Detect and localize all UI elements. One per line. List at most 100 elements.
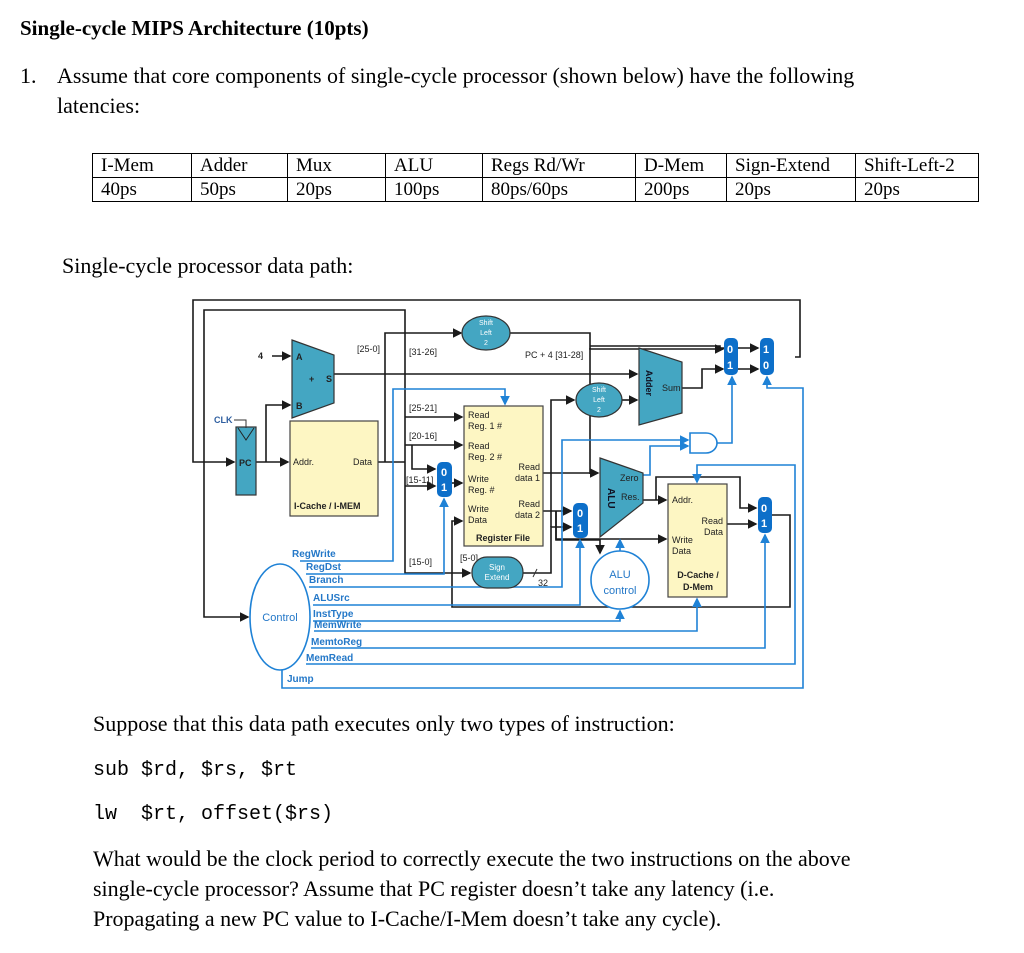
svg-text:Write: Write [468, 504, 489, 514]
svg-text:Write: Write [672, 535, 693, 545]
svg-text:1: 1 [441, 482, 447, 494]
svg-text:0: 0 [441, 467, 447, 479]
mux-jump: 1 0 [760, 338, 774, 375]
svg-text:ALU: ALU [605, 488, 616, 509]
svg-text:Left: Left [593, 397, 605, 404]
svg-text:Read: Read [518, 462, 540, 472]
svg-text:Extend: Extend [485, 573, 510, 582]
svg-text:RegWrite: RegWrite [292, 549, 336, 560]
pc-register: PC CLK [214, 415, 257, 496]
table-row: 40ps 50ps 20ps 100ps 80ps/60ps 200ps 20p… [92, 177, 979, 202]
register-file: Read Reg. 1 # Read Reg. 2 # Write Reg. #… [463, 405, 544, 547]
svg-text:Data: Data [468, 515, 487, 525]
data-memory: Addr. Read Data Write Data D-Cache / D-M… [667, 483, 728, 598]
svg-text:0: 0 [761, 503, 767, 515]
svg-text:Data: Data [353, 457, 372, 467]
svg-text:PC: PC [239, 458, 252, 468]
instruction-sub: sub $rd, $rs, $rt [93, 759, 298, 782]
svg-text:2: 2 [484, 340, 488, 347]
table-cell: 20ps [287, 177, 386, 202]
table-cell: 20ps [726, 177, 856, 202]
svg-text:control: control [603, 585, 636, 597]
alu: ALU Zero Res. [599, 457, 644, 539]
latency-table: I-Mem Adder Mux ALU Regs Rd/Wr D-Mem Sig… [92, 153, 979, 202]
svg-text:D-Mem: D-Mem [683, 582, 713, 592]
and-gate [689, 432, 718, 454]
svg-text:[25-0]: [25-0] [357, 344, 380, 354]
instruction-lw: lw $rt, offset($rs) [93, 803, 334, 826]
svg-text:1: 1 [727, 360, 733, 372]
question-line-1: Assume that core components of single-cy… [57, 63, 855, 88]
svg-text:32: 32 [538, 578, 548, 588]
control-unit: Control [249, 563, 311, 671]
table-cell: 40ps [92, 177, 192, 202]
final-question-line-1: What would be the clock period to correc… [93, 846, 851, 871]
shift-left-branch: Shift Left 2 [575, 382, 623, 418]
control-signal-labels: RegWrite RegDst Branch ALUSrc InstType M… [287, 549, 362, 685]
question-line-2: latencies: [57, 93, 141, 118]
svg-text:Zero: Zero [620, 473, 639, 483]
svg-text:data 1: data 1 [515, 473, 540, 483]
svg-text:Adder: Adder [644, 370, 654, 397]
table-cell: 100ps [385, 177, 483, 202]
svg-text:0: 0 [763, 360, 769, 372]
svg-text:Sum: Sum [662, 383, 681, 393]
svg-text:Res.: Res. [621, 492, 640, 502]
question-number: 1. [20, 63, 37, 88]
svg-text:D-Cache /: D-Cache / [677, 570, 719, 580]
shift-left-jump: Shift Left 2 [461, 315, 511, 351]
svg-text:Sign: Sign [489, 563, 505, 572]
svg-text:Read: Read [701, 516, 723, 526]
svg-text:ALUSrc: ALUSrc [313, 593, 350, 604]
datapath-caption: Single-cycle processor data path: [62, 253, 354, 278]
svg-text:I-Cache / I-MEM: I-Cache / I-MEM [294, 501, 361, 511]
prompt-text: Suppose that this data path executes onl… [93, 711, 675, 736]
svg-text:Reg. #: Reg. # [468, 485, 495, 495]
table-header: Regs Rd/Wr [482, 153, 636, 178]
svg-text:1: 1 [763, 344, 769, 356]
svg-text:Shift: Shift [592, 387, 606, 394]
svg-text:Read: Read [468, 441, 490, 451]
svg-text:[31-26]: [31-26] [409, 347, 437, 357]
instruction-memory: Addr. Data I-Cache / I-MEM [289, 420, 379, 517]
table-header-row: I-Mem Adder Mux ALU Regs Rd/Wr D-Mem Sig… [92, 153, 979, 178]
svg-text:Addr.: Addr. [672, 495, 693, 505]
bit-field-labels: [25-0] [31-26] [25-21] [20-16] [15-11] [… [357, 344, 583, 567]
svg-text:CLK: CLK [214, 415, 233, 425]
svg-text:A: A [296, 352, 303, 362]
svg-text:[15-0]: [15-0] [409, 557, 432, 567]
svg-text:Jump: Jump [287, 674, 314, 685]
control-wires [281, 375, 804, 689]
table-header: Shift-Left-2 [855, 153, 979, 178]
svg-text:[5-0]: [5-0] [460, 553, 478, 563]
final-question-line-3: Propagating a new PC value to I-Cache/I-… [93, 906, 722, 931]
svg-text:Register File: Register File [476, 533, 530, 543]
svg-text:0: 0 [727, 344, 733, 356]
svg-text:[25-21]: [25-21] [409, 403, 437, 413]
svg-text:Data: Data [704, 527, 723, 537]
svg-text:1: 1 [761, 518, 767, 530]
section-heading: Single-cycle MIPS Architecture (10pts) [20, 16, 369, 40]
pc-adder: 4 A + S B [258, 339, 335, 419]
svg-text:MemWrite: MemWrite [314, 620, 362, 631]
svg-text:Read: Read [468, 410, 490, 420]
mux-branch: 0 1 [724, 338, 738, 375]
svg-text:ALU: ALU [609, 569, 630, 581]
final-question-line-2: single-cycle processor? Assume that PC r… [93, 876, 775, 901]
svg-text:MemRead: MemRead [306, 653, 353, 664]
svg-text:MemtoReg: MemtoReg [311, 637, 362, 648]
svg-text:Reg. 1 #: Reg. 1 # [468, 421, 502, 431]
svg-text:4: 4 [258, 351, 263, 361]
svg-text:Addr.: Addr. [293, 457, 314, 467]
alu-control: ALU control [590, 550, 650, 610]
svg-text:data 2: data 2 [515, 510, 540, 520]
svg-text:Control: Control [262, 612, 297, 624]
svg-text:[15-11]: [15-11] [406, 475, 433, 485]
svg-text:+: + [309, 374, 314, 384]
mux-memtoreg: 0 1 [758, 497, 772, 533]
svg-text:[20-16]: [20-16] [409, 431, 437, 441]
svg-text:Branch: Branch [309, 575, 343, 586]
svg-text:RegDst: RegDst [306, 562, 342, 573]
mux-alusrc: 0 1 [573, 503, 588, 538]
table-header: Mux [287, 153, 386, 178]
